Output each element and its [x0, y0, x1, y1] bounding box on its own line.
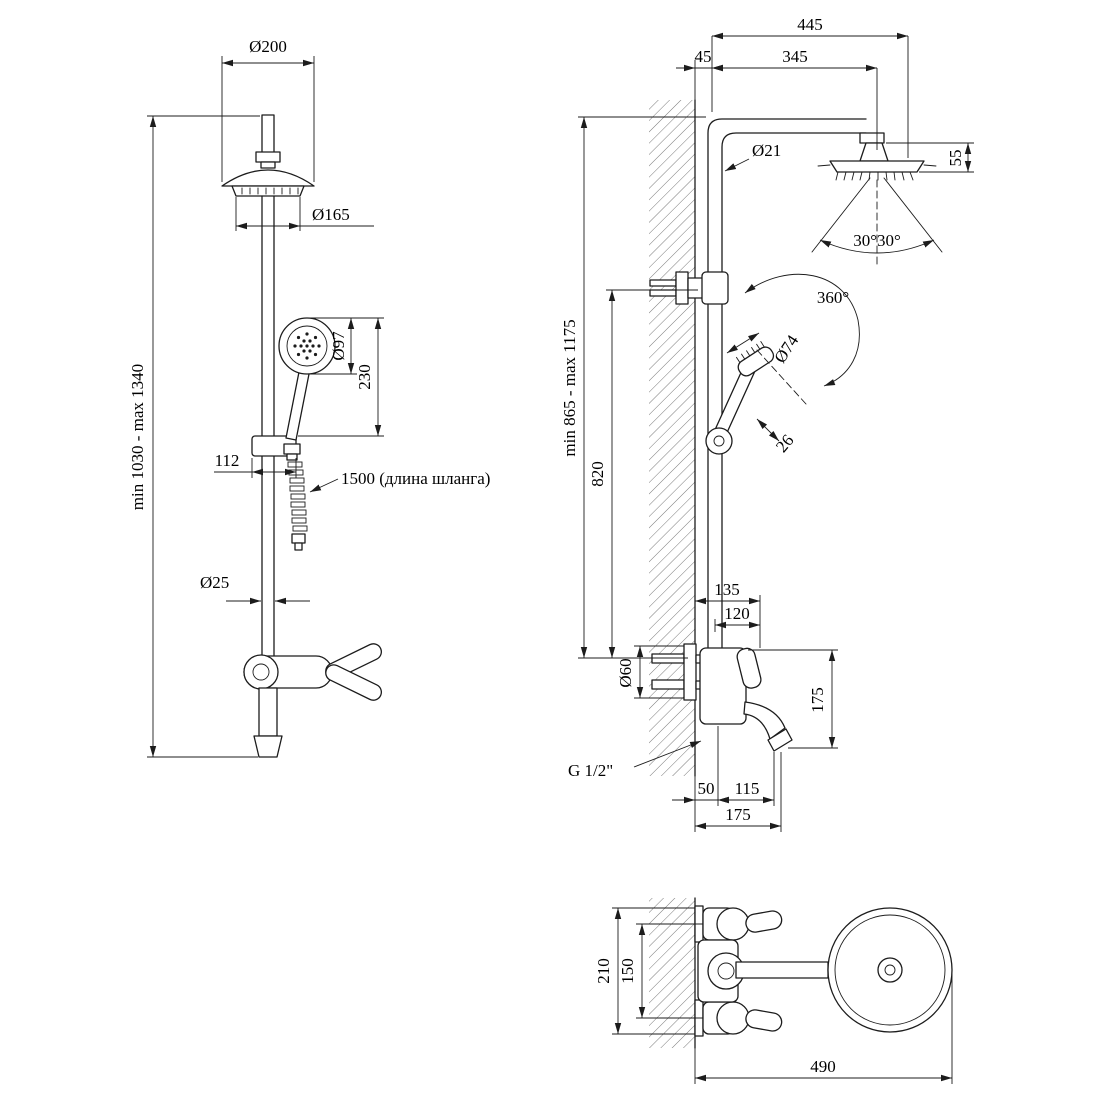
- dim-front-height-range: min 1030 - max 1340: [128, 364, 147, 510]
- dim-115: 115: [735, 779, 760, 798]
- dim-50: 50: [698, 779, 715, 798]
- hand-shower-nozzles: [293, 332, 321, 360]
- dim-side-hand-shower-diameter: Ø74: [770, 331, 802, 366]
- top-view: 210 150 490: [594, 897, 953, 1084]
- top-view-mixer: [694, 905, 953, 1037]
- dim-side-total-reach: 445: [797, 15, 823, 34]
- dim-top-body-span: 210: [594, 958, 613, 984]
- dim-side-pipe-diameter: Ø21: [752, 141, 781, 160]
- side-view-dimensions: 445 45 345 Ø21 55 30°30° 360° Ø74 2: [560, 15, 974, 832]
- dim-holder-offset: 26: [772, 431, 797, 456]
- top-view-dimensions: 210 150 490: [594, 907, 953, 1084]
- dim-front-face-diameter: Ø165: [312, 205, 350, 224]
- shower-hose: [287, 461, 308, 551]
- dim-swivel-angle: 360°: [817, 288, 849, 307]
- front-view-shower-column: [221, 114, 382, 758]
- dim-side-height-range: min 865 - max 1175: [560, 319, 579, 456]
- dim-front-bracket-width: 112: [215, 451, 240, 470]
- dim-spout-drop: 175: [808, 687, 827, 713]
- dim-front-head-diameter: Ø200: [249, 37, 287, 56]
- dim-top-valve-spacing: 150: [618, 958, 637, 984]
- dim-total-depth: 175: [725, 805, 751, 824]
- dim-top-total-length: 490: [810, 1057, 836, 1076]
- note-hose-length: 1500 (длина шланга): [341, 469, 490, 488]
- dim-depth-135: 135: [714, 580, 740, 599]
- dim-front-hand-shower-diameter: Ø97: [329, 331, 348, 361]
- dim-spray-angles: 30°30°: [853, 231, 901, 250]
- side-view: 445 45 345 Ø21 55 30°30° 360° Ø74 2: [560, 15, 974, 832]
- front-view-dimensions: Ø200 Ø165 Ø97 230 112 1500 (длина шланга…: [128, 37, 490, 758]
- mixer-front: [243, 643, 382, 758]
- dim-upper-section: 820: [588, 461, 607, 487]
- dim-side-wall-to-pipe: 45: [695, 47, 712, 66]
- front-view: Ø200 Ø165 Ø97 230 112 1500 (длина шланга…: [128, 37, 490, 758]
- dim-escutcheon-diameter: Ø60: [616, 658, 635, 687]
- dim-front-pipe-diameter: Ø25: [200, 573, 229, 592]
- label-thread: G 1/2": [568, 761, 613, 780]
- dim-front-hand-shower-height: 230: [355, 364, 374, 390]
- dim-depth-120: 120: [724, 604, 750, 623]
- dim-side-head-height: 55: [946, 150, 965, 167]
- wall-hatch-bottom: [649, 898, 695, 1048]
- dim-side-arm-length: 345: [782, 47, 808, 66]
